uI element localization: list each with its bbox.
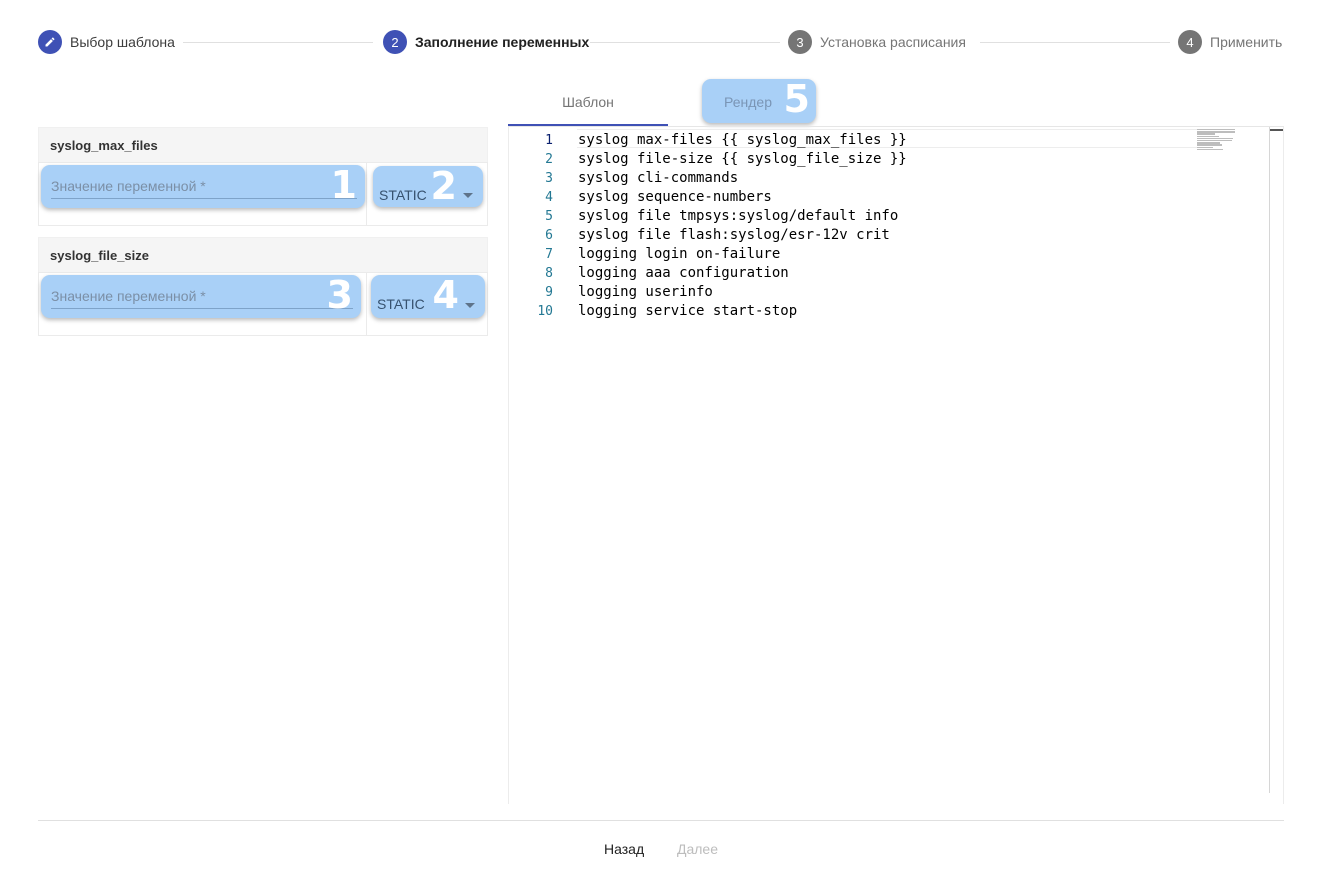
stepper: Выбор шаблона 2 Заполнение переменных 3 …: [38, 29, 1284, 55]
code-line[interactable]: syslog file-size {{ syslog_file_size }}: [578, 151, 907, 167]
step-fill-variables[interactable]: 2 Заполнение переменных: [383, 29, 589, 55]
step-label: Заполнение переменных: [415, 34, 590, 50]
editor-tabs: Шаблон Рендер 5: [508, 77, 1284, 126]
step-schedule[interactable]: 3 Установка расписания: [788, 29, 966, 55]
variable-type-cell: STATIC 4: [367, 273, 487, 335]
variable-value-input[interactable]: Значение переменной *: [51, 285, 353, 309]
step-template-selection[interactable]: Выбор шаблона: [38, 29, 175, 55]
scrollbar-thumb[interactable]: [1270, 129, 1283, 131]
step-number: 2: [383, 30, 407, 54]
variable-type-select[interactable]: STATIC: [377, 296, 425, 312]
footer-divider: [38, 820, 1284, 821]
variable-row: Значение переменной * 1 STATIC 2: [38, 162, 488, 226]
highlight-marker: 2: [430, 164, 457, 208]
code-line[interactable]: syslog max-files {{ syslog_max_files }}: [578, 132, 907, 148]
step-connector: [980, 41, 1170, 43]
line-number: 1: [545, 133, 553, 148]
step-label: Применить: [1210, 34, 1283, 50]
code-line[interactable]: logging userinfo: [578, 284, 713, 300]
line-number: 3: [545, 171, 553, 186]
tab-template[interactable]: Шаблон: [508, 78, 668, 126]
line-number: 10: [537, 304, 553, 319]
chevron-down-icon: [463, 193, 473, 198]
chevron-down-icon: [465, 303, 475, 308]
pencil-icon: [38, 30, 62, 54]
variable-block-syslog-max-files: syslog_max_files Значение переменной * 1…: [38, 127, 488, 226]
line-number: 2: [545, 152, 553, 167]
code-editor[interactable]: 1 2 3 4 5 6 7 8 9 10 syslog max-files {{…: [508, 126, 1284, 804]
line-number: 5: [545, 209, 553, 224]
tab-label: Шаблон: [562, 94, 614, 110]
type-select-highlight[interactable]: STATIC 4: [371, 273, 485, 318]
editor-scrollbar[interactable]: [1269, 127, 1270, 793]
line-number: 7: [545, 247, 553, 262]
variable-type-select[interactable]: STATIC: [379, 187, 427, 203]
next-button[interactable]: Далее: [677, 841, 719, 857]
highlight-marker: 1: [330, 163, 357, 207]
highlight-marker: 5: [783, 77, 810, 121]
step-connector: [590, 41, 780, 43]
variable-type-cell: STATIC 2: [367, 163, 487, 225]
step-number: 4: [1178, 30, 1202, 54]
code-line[interactable]: syslog file tmpsys:syslog/default info: [578, 208, 899, 224]
variable-block-syslog-file-size: syslog_file_size Значение переменной * 3…: [38, 237, 488, 336]
line-number: 9: [545, 285, 553, 300]
variable-name: syslog_max_files: [38, 127, 488, 162]
code-line[interactable]: syslog cli-commands: [578, 170, 739, 186]
variable-value-input[interactable]: Значение переменной *: [51, 175, 357, 199]
highlight-marker: 3: [326, 273, 353, 317]
back-button[interactable]: Назад: [604, 841, 645, 857]
code-line[interactable]: syslog sequence-numbers: [578, 189, 772, 205]
value-input-highlight[interactable]: Значение переменной * 3: [41, 273, 361, 318]
tab-render[interactable]: Рендер 5: [702, 77, 816, 123]
line-number: 8: [545, 266, 553, 281]
code-line[interactable]: logging login on-failure: [578, 246, 781, 262]
code-content[interactable]: syslog max-files {{ syslog_max_files }} …: [578, 131, 907, 321]
active-tab-indicator: [508, 124, 668, 126]
step-label: Выбор шаблона: [70, 34, 175, 50]
variable-value-cell: Значение переменной * 1: [39, 163, 367, 225]
value-input-highlight[interactable]: Значение переменной * 1: [41, 163, 365, 208]
variable-row: Значение переменной * 3 STATIC 4: [38, 272, 488, 336]
line-number: 4: [545, 190, 553, 205]
line-number: 6: [545, 228, 553, 243]
type-select-highlight[interactable]: STATIC 2: [373, 164, 483, 208]
step-connector: [183, 41, 373, 43]
code-line[interactable]: logging service start-stop: [578, 303, 798, 319]
highlight-marker: 4: [432, 273, 459, 317]
line-number-gutter: 1 2 3 4 5 6 7 8 9 10: [509, 131, 553, 321]
step-apply[interactable]: 4 Применить: [1178, 29, 1282, 55]
current-line-highlight: [577, 129, 1197, 148]
editor-minimap[interactable]: [1197, 129, 1237, 151]
variable-value-cell: Значение переменной * 3: [39, 273, 367, 335]
code-line[interactable]: syslog file flash:syslog/esr-12v crit: [578, 227, 890, 243]
variable-name: syslog_file_size: [38, 237, 488, 272]
tab-label: Рендер: [724, 94, 772, 110]
step-number: 3: [788, 30, 812, 54]
step-label: Установка расписания: [820, 34, 966, 50]
code-line[interactable]: logging aaa configuration: [578, 265, 789, 281]
